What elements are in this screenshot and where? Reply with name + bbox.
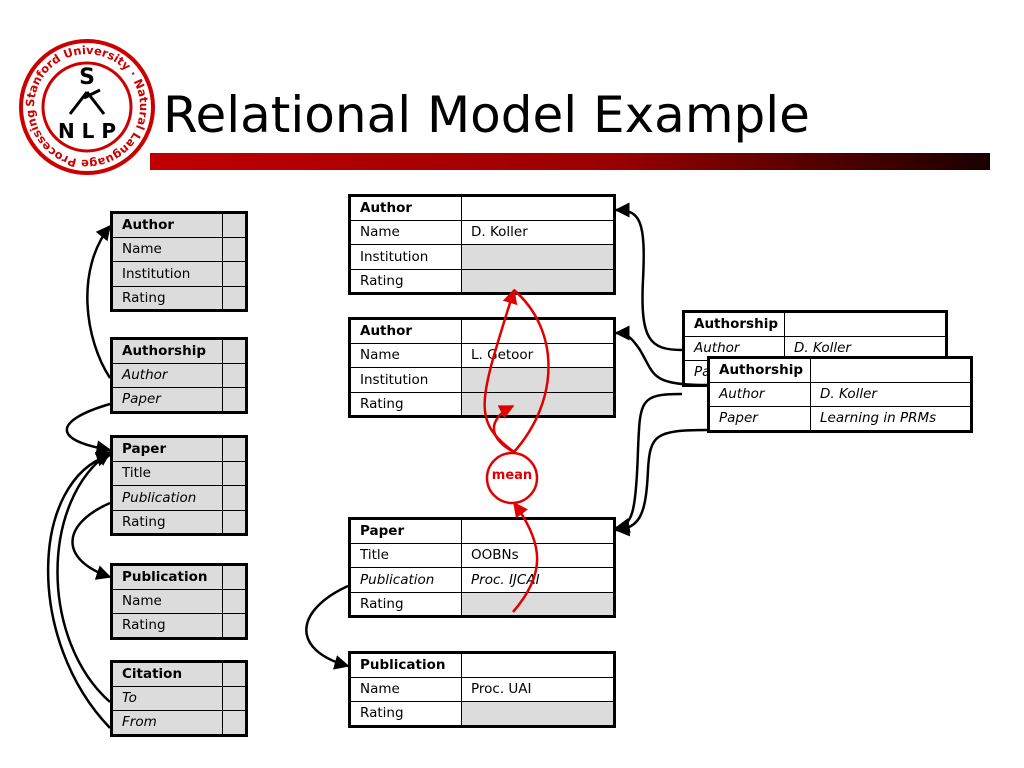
value-cell [461,591,615,618]
schema-citation-table: Citation To From [110,660,248,737]
attribute-cell: Name [349,219,462,246]
attribute-cell: Name [111,588,223,615]
value-cell: D. Koller [810,381,972,408]
attribute-cell: Title [111,460,223,487]
table-header: Authorship [708,357,811,383]
instance-link-publication [305,584,350,670]
value-cell [461,268,615,295]
stanford-nlp-logo: Stanford University · Natural Language P… [18,38,155,175]
value-cell: L. Getoor [461,342,615,369]
title-underline-bar [150,153,990,170]
value-cell [461,244,615,270]
attribute-cell: Rating [349,268,462,295]
table-header: Publication [111,564,223,590]
aggregate-arrow-curve [513,289,550,453]
schema-link-publication [71,501,112,580]
logo-letters-nlp: N L P [58,119,116,143]
value-cell: Proc. IJCAI [461,567,615,593]
attribute-cell: Rating [111,285,223,312]
instance-link-koller [614,202,683,352]
logo-letter-s: S [79,65,95,90]
aggregate-arrow-author2 [492,404,515,454]
attribute-cell: Rating [349,391,462,418]
table-header: Authorship [111,338,223,364]
schema-link-author [86,224,112,379]
instance-link-paper-a [614,428,708,537]
mean-aggregate-node [485,451,539,505]
attribute-cell: Author [111,362,223,389]
attribute-cell: Rating [349,701,462,727]
table-header: Paper [111,436,223,462]
attribute-cell: Rating [349,591,462,618]
attribute-cell: Name [111,236,223,263]
aggregate-arrow-in [512,501,539,613]
value-cell [461,701,615,727]
instance-link-getoor [614,325,708,387]
attribute-cell: To [111,685,223,712]
attribute-cell: Paper [708,406,811,432]
schema-author-table: Author Name Institution Rating [110,211,248,313]
value-cell: Learning in PRMs [810,406,972,432]
slide-title: Relational Model Example [163,86,810,144]
table-header: Authorship [683,311,785,337]
attribute-cell: Paper [111,387,223,413]
schema-authorship-table: Authorship Author Paper [110,337,248,414]
attribute-cell: Publication [111,485,223,511]
attribute-cell: Institution [111,261,223,287]
schema-link-citation-to [56,450,112,703]
schema-paper-table: Paper Title Publication Rating [110,435,248,537]
table-header: Publication [349,652,462,678]
instance-link-paper-b [614,392,683,533]
attribute-cell: Name [349,342,462,369]
schema-publication-table: Publication Name Rating [110,563,248,640]
attribute-cell: Name [349,676,462,703]
schema-link-paper [65,402,112,456]
schema-link-citation-from [46,451,112,729]
value-cell: Proc. UAI [461,676,615,703]
aggregate-arrow-author [483,288,518,454]
attribute-cell: Institution [349,367,462,393]
attribute-cell: Author [708,381,811,408]
attribute-cell: Rating [111,509,223,536]
mean-aggregate-label: mean [491,468,533,483]
